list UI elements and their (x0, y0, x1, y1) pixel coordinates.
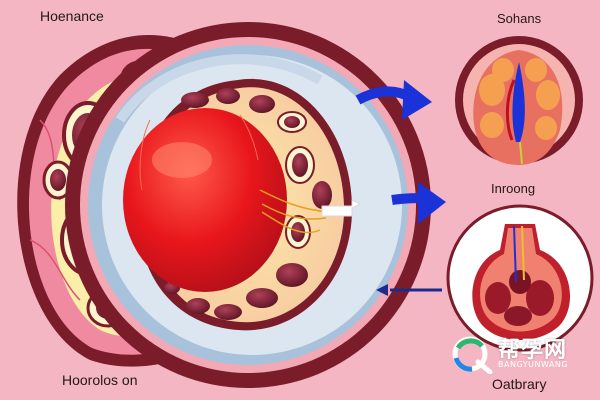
watermark-text-cn: 帮孕网 (498, 338, 568, 363)
label-top-left: Hoenance (40, 8, 104, 24)
arrow-middle (391, 182, 446, 224)
organ-top-right (455, 36, 583, 165)
label-top-right: Sohans (497, 11, 542, 26)
organ-bottom-right (446, 204, 594, 352)
arrow-bottom (376, 284, 442, 296)
inner-cells (164, 88, 332, 320)
watermark: 帮孕网 BANGYUNWANG (450, 330, 590, 380)
follicle-core (123, 108, 331, 292)
arrow-top (355, 80, 432, 120)
label-bottom-right: Oatbrary (492, 376, 547, 392)
label-bottom-left: Hoorolos on (62, 372, 138, 388)
label-middle-right: Inroong (491, 181, 536, 196)
watermark-logo-icon (452, 336, 493, 374)
watermark-text-en: BANGYUNWANG (498, 360, 569, 369)
duct-connector (321, 199, 362, 217)
